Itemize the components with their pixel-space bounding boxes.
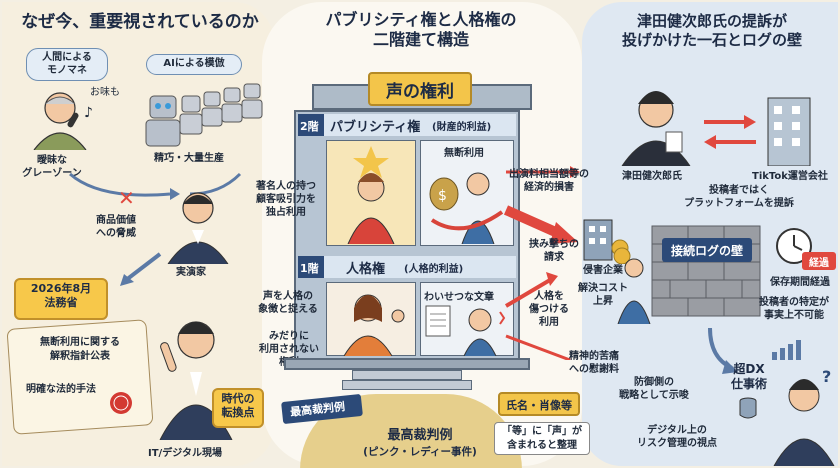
steps-2 [342, 380, 472, 390]
old-man-illustration [33, 92, 87, 150]
damage-arrows [503, 166, 580, 360]
economic-damage-label: 出演料相当額等の 経済的損害 [509, 169, 589, 193]
elapsed-badge [802, 252, 836, 270]
arrow-to-ministry [120, 252, 162, 286]
building-base [284, 358, 530, 370]
name-likeness-tag [498, 392, 580, 416]
right-title: 津田健次郎氏の提訴が 投げかけた一石とログの壁 [621, 12, 802, 49]
pink-lady-caption: (ピンク・レディー事件) [363, 446, 477, 458]
guideline-label: 無断利用に関する 解釈指針公表 [40, 337, 120, 362]
log-wall-label: 接続ログの壁 [670, 244, 743, 258]
roof-sign [368, 72, 472, 106]
infringing-company-label: 侵害企業 [583, 265, 623, 276]
roof-label: 声の権利 [386, 82, 454, 102]
log-wall-sign [662, 238, 752, 262]
ministry-date-label: 2026年8月 法務省 [30, 282, 92, 310]
legal-method-label: 明確な法的手法 [26, 384, 96, 395]
tiktok-building-icon [767, 97, 811, 166]
hurt-personality-label: 人格を 傷つける 利用 [529, 291, 569, 328]
ministry-box [14, 278, 108, 320]
supreme-caption: 最高裁判例 [387, 428, 453, 443]
ai-imitation-bubble: AIによる模倣 [146, 54, 242, 75]
document-and-victim-illustration [425, 305, 506, 356]
floor2-num: 2階 [300, 120, 319, 133]
celebrity-illustration [347, 146, 395, 244]
woman-illustration [343, 294, 405, 356]
down-arrow-to-dx [708, 327, 738, 374]
unauthorized-label: 無断利用 [444, 148, 484, 159]
dx-label: 超DX 仕事術 [730, 362, 767, 391]
floor1-num: 1階 [300, 262, 319, 275]
floor2-subtitle: (財産的利益) [432, 122, 492, 133]
robot-army-illustration [145, 83, 263, 147]
steps-1 [352, 370, 462, 380]
threat-label: 商品価値 への脅威 [96, 215, 136, 239]
tsuda-label: 津田健次郎氏 [622, 171, 682, 182]
cost-rise-label: 解決コスト 上昇 [578, 283, 628, 307]
cross-icon: ✕ [118, 186, 135, 210]
obscene-text-label: わいせつな文章 [424, 292, 494, 303]
ambiguous-gray-label: 曖昧な グレーゾーン [22, 155, 82, 179]
blocked-person-illustration [617, 258, 651, 324]
consolation-label: 精神的苦痛 への慰謝料 [569, 351, 619, 375]
platform-lawsuit-label: 投稿者ではく プラットフォームを提訴 [684, 185, 794, 209]
mass-production-label: 精巧・大量生産 [154, 153, 224, 164]
floor1-subtitle: (人格的利益) [404, 264, 464, 275]
performer-illustration [167, 192, 229, 264]
left-title: なぜ今、重要視されているのか [21, 12, 259, 32]
name-likeness-label: 氏名・肖像等 [506, 399, 572, 412]
risk-management-label: デジタル上の リスク管理の視点 [637, 425, 717, 449]
center-title: パブリシティ権と人格権の 二階建て構造 [325, 10, 517, 49]
thief-illustration: $ [429, 172, 504, 244]
it-field-label: IT/デジタル現場 [148, 448, 222, 459]
floor1-num-badge [298, 256, 324, 278]
floor2-num-badge [298, 114, 324, 136]
tsuda-illustration [621, 91, 691, 166]
human-mimicry-bubble: 人間による モノマネ [26, 48, 108, 81]
floor2-header [298, 114, 516, 136]
thinking-man-illustration: ? [773, 368, 835, 466]
exchange-arrows [704, 115, 756, 149]
database-icon [739, 397, 757, 419]
svg-text:$: $ [438, 188, 447, 204]
celebrity-label: 著名人の持つ 顧客吸引力を 独占利用 [256, 181, 316, 218]
floor1-title: 人格権 [346, 262, 386, 277]
ajimo-label: お味も [90, 87, 120, 98]
svg-text:?: ? [822, 368, 831, 386]
turning-point-label: 時代の 転換点 [221, 392, 255, 420]
dx-bar-chart-icon [772, 340, 801, 360]
etc-note: 「等」に「声」が 含まれると整理 [494, 422, 590, 455]
elapsed-badge-label: 経過 [809, 258, 829, 269]
infringing-company-icon [583, 219, 631, 264]
voice-symbol-label: 声を人格の 象徴と捉える [258, 291, 318, 315]
pincer-claim-label: 挟み撃ちの 請求 [529, 239, 579, 263]
retention-label: 保存期間経過 [770, 277, 830, 288]
unidentifiable-label: 投稿者の特定が 事実上不可能 [759, 297, 829, 321]
turning-point-box [212, 388, 264, 428]
tiktok-label: TikTok運営会社 [752, 171, 828, 182]
floor1-header [298, 256, 516, 278]
performer-label: 実演家 [176, 267, 206, 278]
floor1-right-room [420, 282, 514, 356]
defense-strategy-label: 防御側の 戦略として示唆 [619, 377, 689, 401]
music-note-icon: ♪ [84, 105, 93, 121]
seal-icon [110, 392, 132, 414]
floor2-title: パブリシティ権 [330, 120, 421, 135]
